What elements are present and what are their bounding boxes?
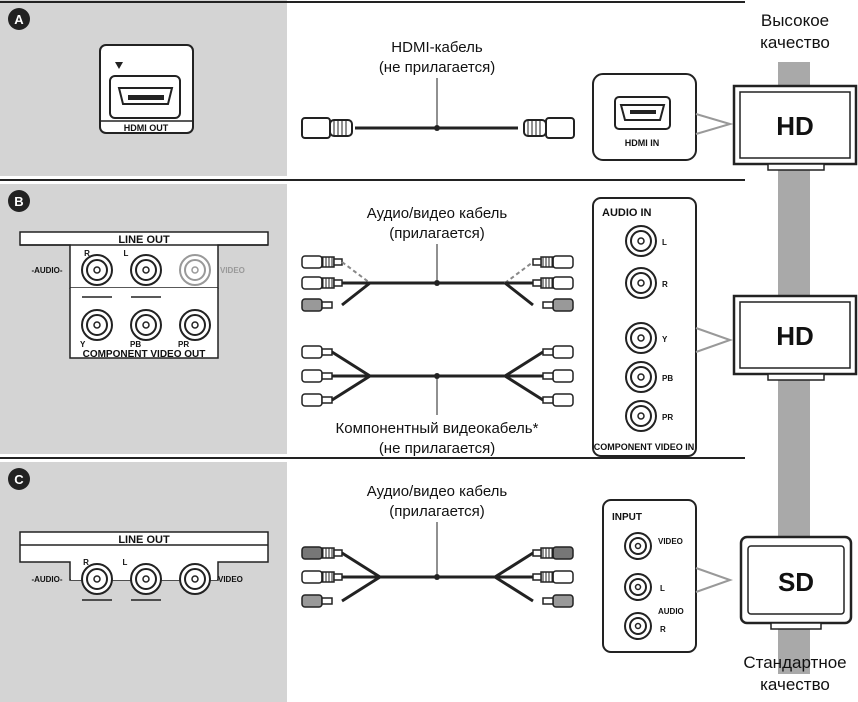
triangle-marker-icon (115, 62, 123, 69)
line-out-title-b: LINE OUT (118, 234, 170, 246)
av-cable-label-c: Аудио/видео кабель (367, 483, 508, 500)
line-out-panel-c: LINE OUT -AUDIO- R L VIDEO (19, 531, 269, 601)
l-label-c: L (123, 558, 128, 567)
arrow-a (695, 113, 734, 135)
r-label-b: R (84, 249, 90, 258)
arrow-b (695, 327, 734, 353)
tv-sd-c-label: SD (778, 567, 814, 597)
tv-l-label-c: L (660, 584, 665, 593)
high-quality-label: Высокое (761, 11, 829, 30)
standard-quality-label: Стандартное (743, 653, 846, 672)
line-out-title-c: LINE OUT (118, 534, 170, 546)
hdmi-cable-note: (не прилагается) (379, 59, 495, 76)
tv-r-label-b: R (662, 280, 668, 289)
pr-label-b: PR (178, 340, 189, 349)
av-cable-c (301, 546, 574, 608)
pb-label-b: PB (130, 340, 141, 349)
tv-r-label-c: R (660, 625, 666, 634)
hdmi-in-port: HDMI IN (592, 73, 697, 161)
component-video-out-label: COMPONENT VIDEO OUT (83, 349, 206, 360)
tv-audio-label-c: AUDIO (658, 607, 684, 616)
input-panel: INPUT VIDEO L AUDIO R (602, 499, 697, 653)
tv-hd-b-label: HD (776, 321, 814, 351)
hdmi-in-label: HDMI IN (625, 138, 660, 148)
line-out-panel-b: LINE OUT -AUDIO- R L VIDEO Y PB PR COMPO… (19, 231, 269, 360)
r-label-c: R (83, 558, 89, 567)
audio-label-b: -AUDIO- (31, 266, 62, 275)
av-cable-note-c: (прилагается) (389, 503, 485, 520)
badge-b: B (8, 190, 30, 212)
tv-video-label-c: VIDEO (658, 537, 683, 546)
audio-in-title: AUDIO IN (602, 207, 652, 219)
av-cable-b (301, 255, 574, 312)
tv-hd-b: HD (732, 294, 858, 381)
video-label-b: VIDEO (220, 266, 245, 275)
svg-text:C: C (14, 472, 24, 487)
component-video-in-label: COMPONENT VIDEO IN (594, 442, 695, 452)
tv-hd-a-label: HD (776, 111, 814, 141)
tv-pb-label-b: PB (662, 374, 673, 383)
tv-hd-a: HD (732, 84, 858, 171)
l-label-b: L (124, 249, 129, 258)
y-label-b: Y (80, 340, 86, 349)
component-cable-note: (не прилагается) (379, 440, 495, 457)
audio-in-panel: AUDIO IN L R Y PB PR COMPONENT VIDEO IN (592, 197, 697, 457)
svg-text:A: A (14, 12, 24, 27)
badge-a: A (8, 8, 30, 30)
av-cable-note-b: (прилагается) (389, 225, 485, 242)
badge-c: C (8, 468, 30, 490)
video-label-c: VIDEO (218, 575, 243, 584)
hdmi-out-port: HDMI OUT (99, 44, 194, 134)
component-cable-label: Компонентный видеокабель* (336, 420, 539, 437)
comp-leader-dot-b (434, 373, 440, 379)
input-title: INPUT (612, 512, 642, 523)
tv-pr-label-b: PR (662, 413, 673, 422)
high-quality-label-2: качество (760, 33, 830, 52)
av-cable-label-b: Аудио/видео кабель (367, 205, 508, 222)
hdmi-cable-label: HDMI-кабель (391, 39, 483, 56)
svg-text:B: B (14, 194, 23, 209)
audio-label-c: -AUDIO- (31, 575, 62, 584)
tv-l-label-b: L (662, 238, 667, 247)
hdmi-out-label: HDMI OUT (124, 123, 169, 133)
tv-sd-c: SD (739, 535, 853, 630)
standard-quality-label-2: качество (760, 675, 830, 694)
arrow-c (695, 567, 734, 593)
hdmi-cable (301, 117, 575, 139)
tv-y-label-b: Y (662, 335, 668, 344)
